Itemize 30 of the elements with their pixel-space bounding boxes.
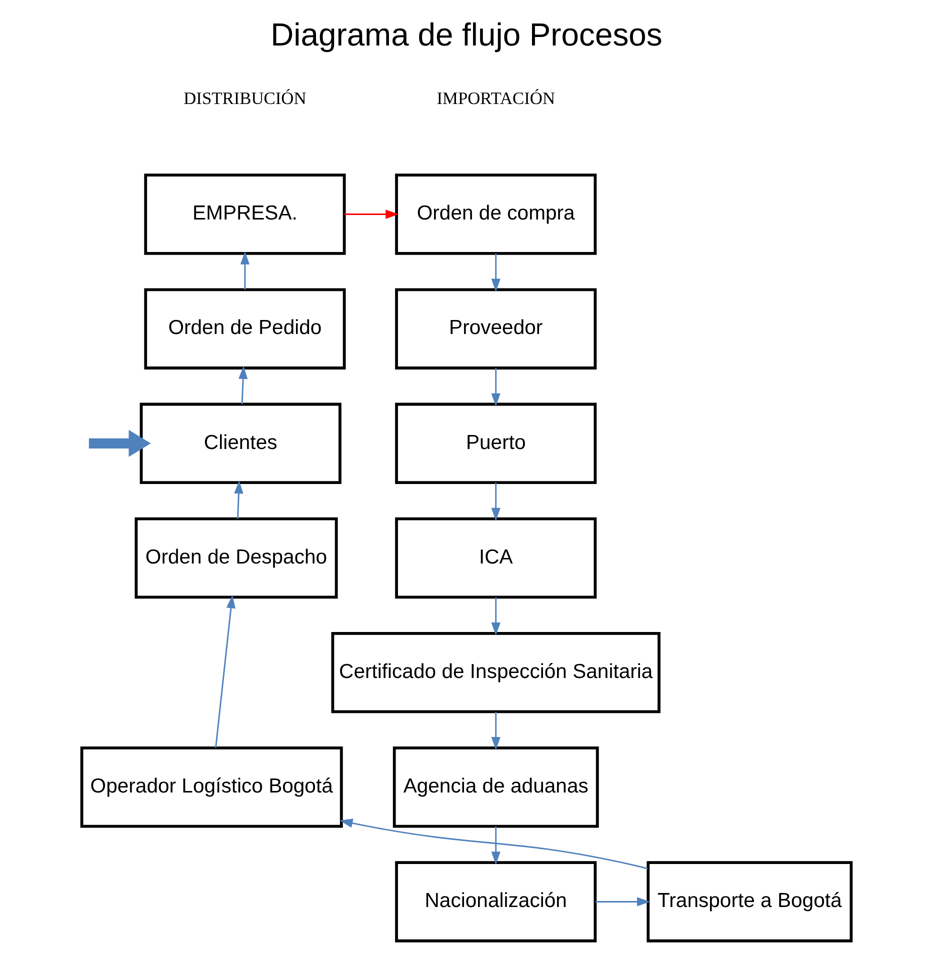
node-box: Clientes [140,402,342,484]
node-box: Orden de Despacho [134,517,338,599]
label: DISTRIBUCIÓN [184,88,306,108]
arrow [88,430,151,457]
node-box: Nacionalización [395,861,597,942]
arrow [240,251,250,290]
node-box: Transporte a Bogotá [646,861,853,942]
node-box: Orden de compra [395,174,597,255]
arrow [491,254,500,292]
node-box: EMPRESA. [144,174,346,255]
arrow [234,480,244,519]
node-box: Agencia de aduanas [392,746,599,828]
arrow [491,482,500,521]
arrow [491,712,500,750]
arrow [491,368,500,406]
diagram-title: Diagrama de flujo Procesos [270,16,662,52]
arrow [340,818,648,870]
node-box: ICA [395,517,597,599]
arrow [491,826,500,865]
arrow [491,597,500,636]
arrow [238,366,248,404]
node-box: Operador Logístico Bogotá [80,746,343,828]
arrow [344,210,399,219]
node-box: Puerto [395,402,597,484]
arrow [215,595,236,748]
label: IMPORTACIÓN [436,88,556,108]
node-box: Orden de Pedido [144,288,346,370]
arrow [596,897,650,906]
node-box: Proveedor [395,288,597,370]
node-box: Certificado de Inspección Sanitaria [331,632,660,714]
